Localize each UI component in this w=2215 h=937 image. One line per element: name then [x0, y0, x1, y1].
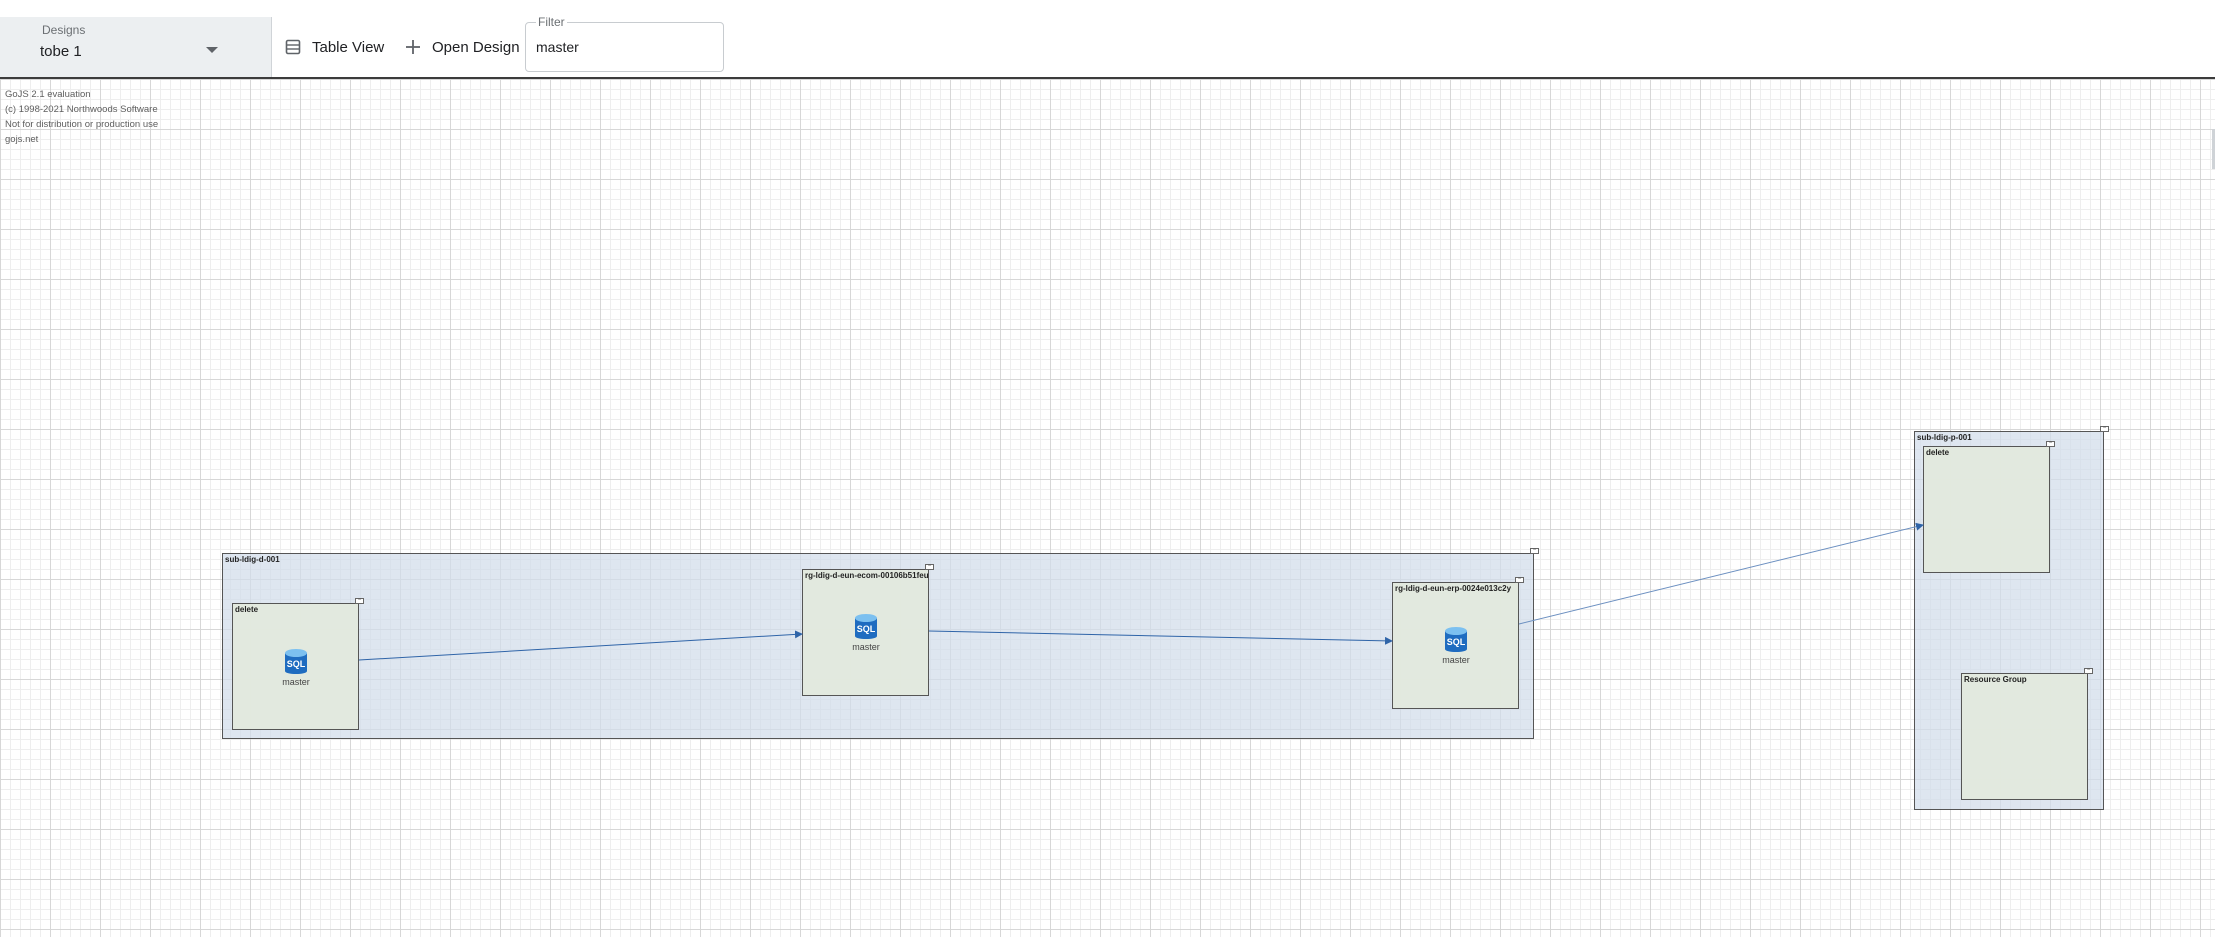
filter-input[interactable] [536, 39, 706, 55]
resource-group-delete-prod[interactable]: delete − [1923, 440, 2055, 573]
chevron-down-icon[interactable] [206, 47, 218, 53]
collapse-button[interactable]: − [355, 597, 364, 604]
group-label: delete [1926, 448, 1950, 457]
open-design-label: Open Design [432, 38, 520, 56]
window-top-strip [0, 0, 2215, 18]
sql-database-node[interactable]: SQL master [266, 648, 326, 687]
sql-database-node[interactable]: SQL master [1426, 626, 1486, 665]
sql-database-node[interactable]: SQL master [836, 613, 896, 652]
plus-icon [406, 40, 420, 54]
filter-label: Filter [536, 15, 567, 29]
links-layer [358, 522, 1924, 661]
collapse-button[interactable]: − [2100, 425, 2109, 432]
watermark-line: (c) 1998-2021 Northwoods Software [5, 104, 158, 115]
node-label: master [1442, 655, 1470, 665]
vertical-scrollbar[interactable] [2212, 129, 2215, 169]
group-label: delete [235, 605, 259, 614]
table-view-label: Table View [312, 38, 385, 56]
toolbar: Designs tobe 1 Table View Open Design Fi… [0, 15, 2215, 79]
designs-select[interactable]: Designs tobe 1 [0, 17, 272, 77]
watermark-line: gojs.net [5, 134, 39, 145]
svg-text:SQL: SQL [1447, 637, 1466, 647]
sql-database-icon: SQL [285, 649, 307, 674]
table-icon [285, 39, 301, 55]
collapse-button[interactable]: − [2084, 667, 2093, 674]
watermark-line: GoJS 2.1 evaluation [5, 89, 91, 100]
filter-field[interactable]: Filter [525, 15, 724, 72]
collapse-button[interactable]: − [925, 563, 934, 570]
group-label: Resource Group [1964, 675, 2027, 684]
sql-database-icon: SQL [1445, 627, 1467, 652]
collapse-button[interactable]: − [1530, 547, 1539, 554]
resource-group-resource-group[interactable]: Resource Group − [1961, 667, 2093, 800]
table-view-button[interactable]: Table View [284, 29, 384, 65]
collapse-button[interactable]: − [1515, 576, 1524, 583]
collapse-button[interactable]: − [2046, 440, 2055, 447]
diagram-canvas[interactable]: GoJS 2.1 evaluation (c) 1998-2021 Northw… [0, 79, 2215, 937]
node-label: master [282, 677, 310, 687]
group-label: rg-ldig-d-eun-ecom-00106b51feu [805, 571, 928, 580]
open-design-button[interactable]: Open Design [404, 29, 520, 65]
node-label: master [852, 642, 880, 652]
link-delete-to-ecom [358, 630, 803, 661]
watermark-line: Not for distribution or production use [5, 119, 159, 130]
svg-text:SQL: SQL [287, 659, 306, 669]
designs-label: Designs [42, 23, 86, 37]
evaluation-watermark: GoJS 2.1 evaluation (c) 1998-2021 Northw… [5, 87, 158, 147]
svg-text:SQL: SQL [857, 624, 876, 634]
link-ecom-to-erp [928, 630, 1393, 645]
group-label: rg-ldig-d-eun-erp-0024e013c2y [1395, 584, 1512, 593]
link-erp-to-prod-delete [1518, 522, 1924, 625]
designs-value: tobe 1 [40, 43, 82, 60]
group-label: sub-ldig-d-001 [225, 555, 280, 564]
sql-database-icon: SQL [855, 614, 877, 639]
group-label: sub-ldig-p-001 [1917, 433, 1972, 442]
